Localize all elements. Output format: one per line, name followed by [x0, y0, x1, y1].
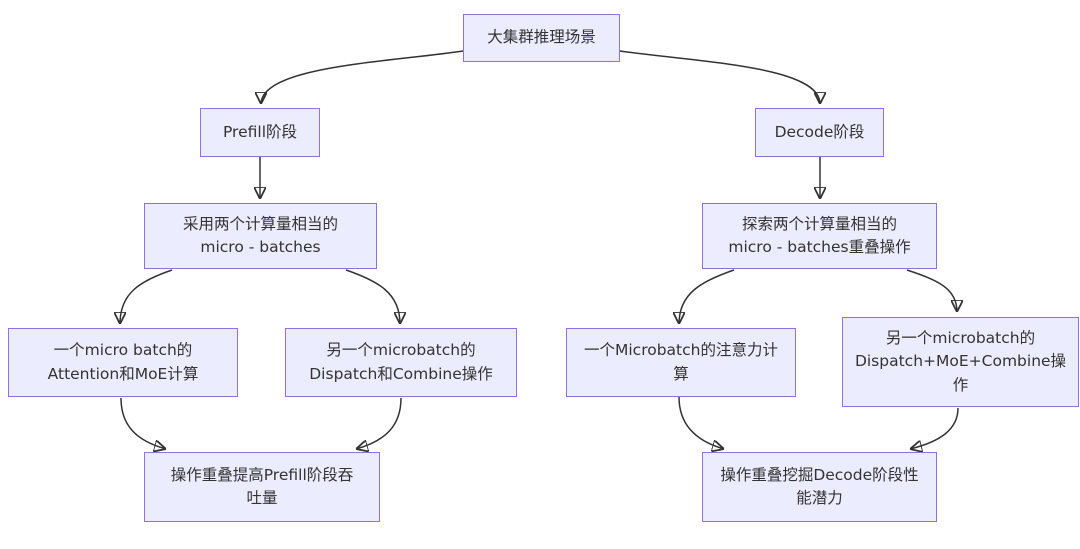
- edge-prefillmethod-mb1: [120, 269, 173, 324]
- node-decode-mb2: 另一个microbatch的 Dispatch+MoE+Combine操 作: [842, 317, 1079, 407]
- edge-prefillmb2-result: [356, 397, 402, 449]
- node-root-label: 大集群推理场景: [487, 28, 596, 47]
- node-decode-mb1: 一个Microbatch的注意力计 算: [566, 328, 796, 397]
- edge-root-decode: [619, 50, 820, 105]
- node-prefill: Prefill阶段: [200, 108, 320, 157]
- node-decode-mb2-label: 另一个microbatch的 Dispatch+MoE+Combine操 作: [854, 329, 1067, 394]
- edge-prefillmethod-mb2: [345, 269, 400, 324]
- edge-prefillmb1-result: [120, 397, 166, 449]
- node-prefill-method-label: 采用两个计算量相当的 micro - batches: [182, 214, 338, 256]
- node-decode-method-label: 探索两个计算量相当的 micro - batches重叠操作: [728, 214, 911, 256]
- node-prefill-method: 采用两个计算量相当的 micro - batches: [144, 203, 377, 269]
- edge-root-prefill: [261, 50, 464, 105]
- node-prefill-label: Prefill阶段: [222, 122, 298, 141]
- node-prefill-mb1: 一个micro batch的 Attention和MoE计算: [8, 328, 238, 397]
- node-decode-result-label: 操作重叠挖掘Decode阶段性 能潜力: [720, 465, 919, 507]
- node-root: 大集群推理场景: [463, 14, 620, 62]
- edge-decodemethod-mb1: [679, 269, 735, 324]
- node-decode: Decode阶段: [755, 108, 884, 157]
- node-prefill-mb2: 另一个microbatch的 Dispatch和Combine操作: [285, 328, 517, 397]
- node-prefill-result-label: 操作重叠提高Prefill阶段吞 吐量: [170, 465, 354, 507]
- node-decode-label: Decode阶段: [774, 122, 865, 141]
- node-prefill-mb1-label: 一个micro batch的 Attention和MoE计算: [47, 341, 199, 383]
- node-decode-result: 操作重叠挖掘Decode阶段性 能潜力: [702, 452, 937, 522]
- node-decode-method: 探索两个计算量相当的 micro - batches重叠操作: [702, 203, 937, 269]
- node-prefill-mb2-label: 另一个microbatch的 Dispatch和Combine操作: [309, 341, 493, 383]
- node-decode-mb1-label: 一个Microbatch的注意力计 算: [584, 341, 778, 383]
- edge-decodemb1-result: [678, 396, 724, 449]
- node-prefill-result: 操作重叠提高Prefill阶段吞 吐量: [144, 452, 380, 522]
- edge-decodemethod-mb2: [906, 269, 957, 312]
- edge-decodemb2-result: [910, 407, 959, 449]
